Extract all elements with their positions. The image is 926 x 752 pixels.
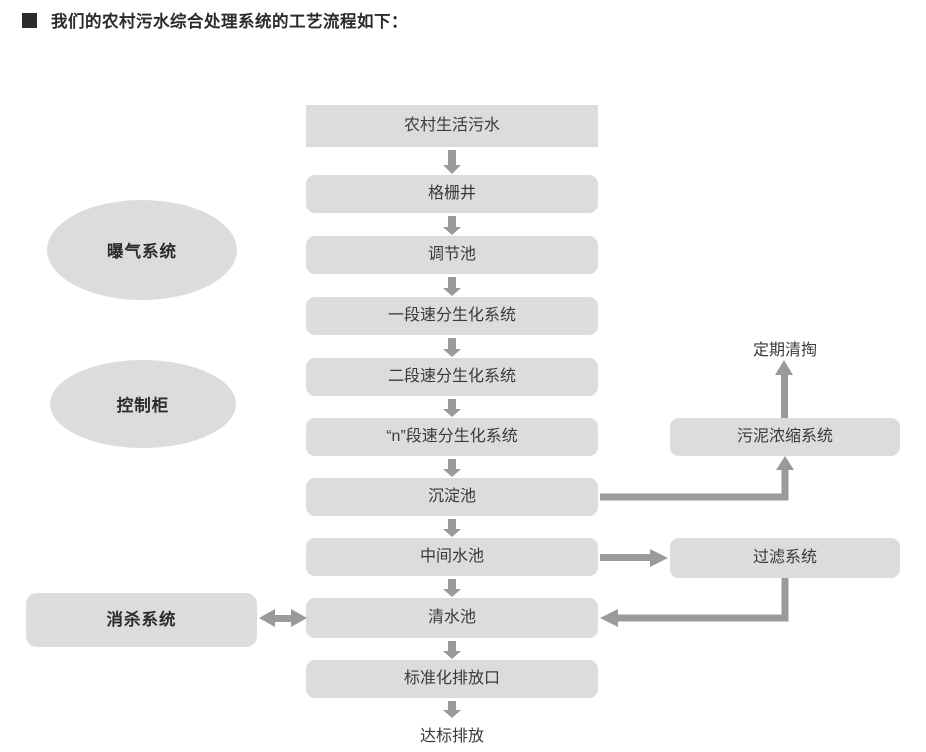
node-label: 二段速分生化系统 bbox=[387, 368, 516, 386]
arrow-raw-to-grille bbox=[443, 150, 461, 174]
plain-label-text: 定期清掏 bbox=[752, 342, 817, 359]
arrow-sediment-to-sludge bbox=[600, 456, 794, 501]
node-label: 标准化排放口 bbox=[403, 670, 500, 688]
plain-label-text: 达标排放 bbox=[419, 728, 484, 745]
node-clean-water-pool[interactable]: 清水池 bbox=[306, 598, 598, 638]
node-stage-1-bio[interactable]: 一段速分生化系统 bbox=[306, 297, 598, 335]
node-disinfection-system[interactable]: 消杀系统 bbox=[26, 593, 257, 647]
arrow-stage2-to-stagen bbox=[443, 399, 461, 417]
node-label: 曝气系统 bbox=[107, 243, 177, 261]
arrow-outlet-to-discharge bbox=[443, 701, 461, 718]
node-label: 格栅井 bbox=[427, 185, 476, 203]
node-aeration-system[interactable]: 曝气系统 bbox=[47, 200, 237, 300]
node-label: 清水池 bbox=[427, 609, 476, 627]
node-grille-well[interactable]: 格栅井 bbox=[306, 175, 598, 213]
arrow-filter-to-clean bbox=[600, 578, 789, 627]
node-label: “n”段速分生化系统 bbox=[386, 428, 518, 446]
node-sludge-thickening[interactable]: 污泥浓缩系统 bbox=[670, 418, 900, 456]
arrow-disinfect-to-clean bbox=[259, 609, 307, 627]
arrow-intermed-to-filter bbox=[600, 549, 668, 567]
node-regulating-tank[interactable]: 调节池 bbox=[306, 236, 598, 274]
node-label: 调节池 bbox=[427, 246, 476, 264]
arrow-grille-to-regulating bbox=[443, 216, 461, 235]
node-label: 过滤系统 bbox=[752, 549, 817, 567]
node-raw-sewage[interactable]: 农村生活污水 bbox=[306, 105, 598, 147]
label-compliant-discharge: 达标排放 bbox=[352, 722, 552, 746]
arrow-clean-to-outlet bbox=[443, 641, 461, 659]
page-title: 我们的农村污水综合处理系统的工艺流程如下： bbox=[51, 13, 408, 31]
arrow-intermed-to-clean bbox=[443, 579, 461, 597]
node-label: 污泥浓缩系统 bbox=[736, 428, 833, 446]
arrow-sediment-to-intermed bbox=[443, 519, 461, 537]
node-label: 控制柜 bbox=[116, 397, 170, 415]
node-stage-n-bio[interactable]: “n”段速分生化系统 bbox=[306, 418, 598, 456]
node-label: 消杀系统 bbox=[106, 610, 177, 629]
node-label: 中间水池 bbox=[419, 548, 484, 566]
node-control-cabinet[interactable]: 控制柜 bbox=[50, 360, 236, 448]
node-intermediate-pool[interactable]: 中间水池 bbox=[306, 538, 598, 576]
node-stage-2-bio[interactable]: 二段速分生化系统 bbox=[306, 358, 598, 396]
arrow-regulating-to-stage1 bbox=[443, 277, 461, 296]
arrow-sludge-to-cleanout bbox=[775, 360, 793, 418]
node-label: 一段速分生化系统 bbox=[387, 307, 516, 325]
arrow-stagen-to-sediment bbox=[443, 459, 461, 477]
node-sedimentation[interactable]: 沉淀池 bbox=[306, 478, 598, 516]
node-label: 农村生活污水 bbox=[403, 117, 500, 135]
page-header: 我们的农村污水综合处理系统的工艺流程如下： bbox=[22, 8, 408, 32]
node-label: 沉淀池 bbox=[427, 488, 476, 506]
node-filtration-system[interactable]: 过滤系统 bbox=[670, 538, 900, 578]
node-standard-outlet[interactable]: 标准化排放口 bbox=[306, 660, 598, 698]
arrow-stage1-to-stage2 bbox=[443, 338, 461, 357]
square-bullet-icon bbox=[22, 12, 37, 28]
label-periodic-cleanout: 定期清掏 bbox=[685, 336, 885, 360]
